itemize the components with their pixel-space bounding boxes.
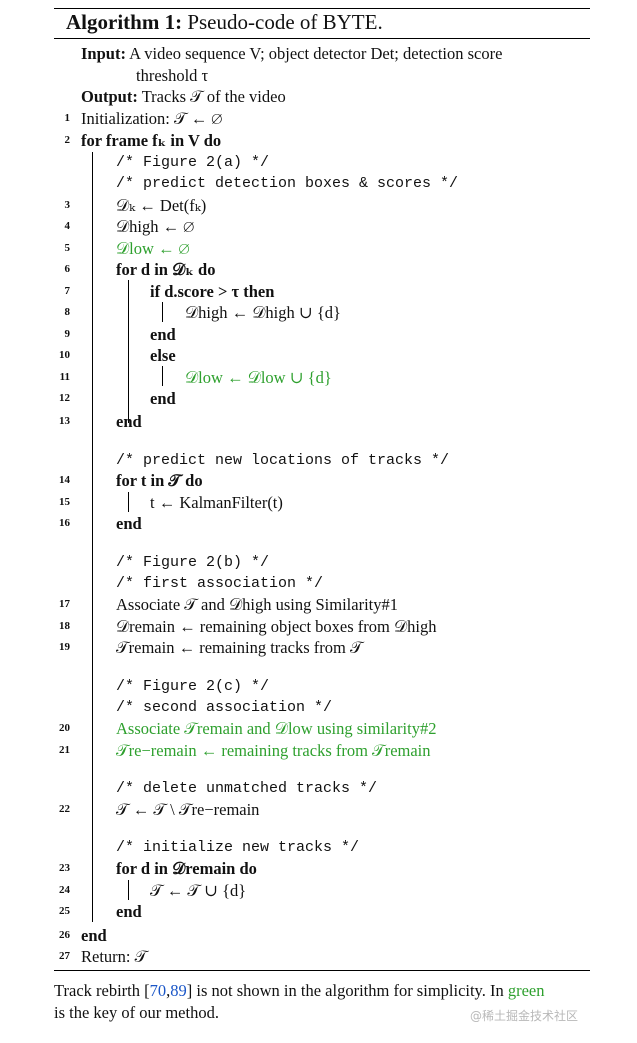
scope-bar-detection-loop bbox=[128, 280, 130, 423]
line-number: 2 bbox=[64, 134, 71, 146]
line-number: 6 bbox=[64, 263, 71, 275]
line-number: 9 bbox=[64, 328, 71, 340]
comment-text: /* Figure 2(a) */ bbox=[116, 154, 270, 171]
line-content: 𝒟high ← ∅ bbox=[116, 217, 195, 236]
output-label: Output: bbox=[81, 87, 138, 106]
caption-text-middle: ] is not shown in the algorithm for simp… bbox=[186, 981, 508, 1000]
line-content: end bbox=[116, 902, 142, 921]
line-number: 18 bbox=[59, 620, 70, 632]
line-content: Return: 𝒯 bbox=[81, 947, 148, 966]
input-text: A video sequence V; object detector Det;… bbox=[129, 44, 503, 63]
output-line: Output: Tracks 𝒯 of the video bbox=[81, 86, 286, 107]
line-content: else bbox=[150, 346, 176, 365]
title-rule bbox=[54, 38, 590, 39]
comment-text: /* initialize new tracks */ bbox=[116, 839, 360, 856]
line-number: 8 bbox=[64, 306, 71, 318]
line-number: 1 bbox=[64, 112, 71, 124]
line-number: 16 bbox=[59, 517, 70, 529]
comment-text: /* Figure 2(b) */ bbox=[116, 554, 270, 571]
top-rule bbox=[54, 8, 590, 10]
scope-bar-track-loop bbox=[128, 492, 130, 512]
line-content: Associate 𝒯 and 𝒟high using Similarity#1 bbox=[116, 595, 398, 614]
output-text: Tracks 𝒯 of the video bbox=[141, 87, 286, 106]
line-number: 27 bbox=[59, 950, 70, 962]
line-number: 5 bbox=[64, 242, 71, 254]
algorithm-caption: Track rebirth [70,89] is not shown in th… bbox=[54, 980, 614, 1024]
line-content: Initialization: 𝒯 ← ∅ bbox=[81, 109, 223, 128]
line-number: 17 bbox=[59, 598, 70, 610]
line-content: end bbox=[150, 325, 176, 344]
citation-link-70[interactable]: 70 bbox=[149, 981, 167, 1000]
algorithm-name: Pseudo-code of BYTE. bbox=[187, 10, 383, 34]
line-number: 21 bbox=[59, 744, 70, 756]
input-label: Input: bbox=[81, 44, 126, 63]
line-content: 𝒯remain ← remaining tracks from 𝒯 bbox=[116, 638, 363, 657]
caption-green-word: green bbox=[507, 981, 545, 1000]
scope-bar-frame-loop bbox=[92, 152, 94, 922]
line-number: 10 bbox=[59, 349, 70, 361]
line-number: 15 bbox=[59, 496, 70, 508]
line-number: 24 bbox=[59, 884, 70, 896]
line-number: 7 bbox=[64, 285, 71, 297]
line-content: for d in 𝒟ₖ do bbox=[116, 260, 216, 279]
line-number: 13 bbox=[59, 415, 70, 427]
comment-text: /* predict new locations of tracks */ bbox=[116, 452, 450, 469]
line-number: 19 bbox=[59, 641, 70, 653]
line-number: 23 bbox=[59, 862, 70, 874]
line-content-highlight: 𝒯re−remain ← remaining tracks from 𝒯rema… bbox=[116, 741, 431, 760]
watermark: @稀土掘金技术社区 bbox=[470, 1009, 579, 1023]
line-number: 20 bbox=[59, 722, 70, 734]
line-content-highlight: Associate 𝒯remain and 𝒟low using similar… bbox=[116, 719, 437, 738]
line-content-highlight: 𝒟low ← ∅ bbox=[116, 239, 190, 258]
comment-text: /* second association */ bbox=[116, 699, 333, 716]
line-content: 𝒟ₖ ← Det(fₖ) bbox=[116, 196, 207, 215]
line-number: 11 bbox=[59, 371, 70, 383]
line-content: for d in 𝒟remain do bbox=[116, 859, 257, 878]
line-content: 𝒟high ← 𝒟high ∪ {d} bbox=[185, 303, 341, 322]
scope-bar-new-track-loop bbox=[128, 880, 130, 900]
bottom-rule bbox=[54, 970, 590, 972]
input-line-cont: threshold τ bbox=[136, 65, 208, 86]
scope-bar-else bbox=[162, 366, 164, 386]
caption-comma: , bbox=[166, 981, 171, 1000]
line-content-highlight: 𝒟low ← 𝒟low ∪ {d} bbox=[185, 368, 332, 387]
line-content: for frame fₖ in V do bbox=[81, 131, 222, 150]
line-number: 25 bbox=[59, 905, 70, 917]
caption-text-end: is the key of our method. bbox=[54, 1003, 219, 1022]
line-number: 3 bbox=[64, 199, 71, 211]
comment-text: /* predict detection boxes & scores */ bbox=[116, 175, 459, 192]
algorithm-title: Algorithm 1: Pseudo-code of BYTE. bbox=[66, 10, 383, 35]
line-number: 14 bbox=[59, 474, 70, 486]
line-content: for t in 𝒯 do bbox=[116, 471, 203, 490]
line-number: 4 bbox=[64, 220, 71, 232]
line-content: end bbox=[116, 412, 142, 431]
line-content: if d.score > τ then bbox=[150, 282, 275, 301]
line-content: 𝒯 ← 𝒯 ∪ {d} bbox=[150, 881, 247, 900]
line-content: end bbox=[150, 389, 176, 408]
comment-text: /* first association */ bbox=[116, 575, 324, 592]
input-line: Input: A video sequence V; object detect… bbox=[81, 43, 502, 64]
line-content: t ← KalmanFilter(t) bbox=[150, 493, 283, 512]
line-number: 12 bbox=[59, 392, 70, 404]
scope-bar-if bbox=[162, 302, 164, 322]
algorithm-label: Algorithm 1: bbox=[66, 10, 183, 34]
line-content: 𝒟remain ← remaining object boxes from 𝒟h… bbox=[116, 617, 437, 636]
line-content: 𝒯 ← 𝒯 \ 𝒯re−remain bbox=[116, 800, 260, 819]
line-number: 22 bbox=[59, 803, 70, 815]
line-content: end bbox=[81, 926, 107, 945]
line-content: end bbox=[116, 514, 142, 533]
line-number: 26 bbox=[59, 929, 70, 941]
caption-text-start: Track rebirth [ bbox=[54, 981, 150, 1000]
input-text-cont: threshold τ bbox=[136, 66, 209, 85]
citation-link-89[interactable]: 89 bbox=[170, 981, 187, 1000]
comment-text: /* Figure 2(c) */ bbox=[116, 678, 270, 695]
comment-text: /* delete unmatched tracks */ bbox=[116, 780, 378, 797]
